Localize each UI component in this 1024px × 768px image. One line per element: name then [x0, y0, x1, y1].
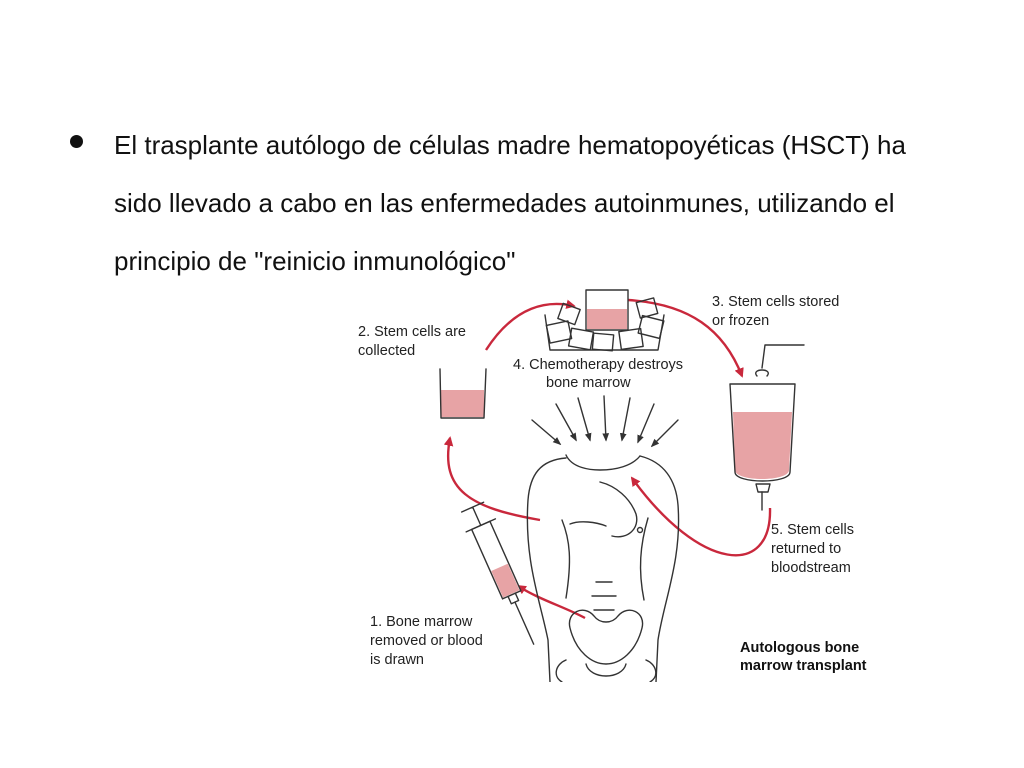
label-returned: 5. Stem cells — [771, 522, 854, 538]
label-chemo: bone marrow — [546, 375, 631, 391]
label-stored: 3. Stem cells stored — [712, 294, 839, 310]
label-returned: bloodstream — [771, 560, 851, 576]
label-returned: returned to — [771, 541, 841, 557]
arrow-to-bloodstream — [630, 476, 772, 557]
label-collected: 2. Stem cells are — [358, 324, 466, 340]
syringe-icon — [460, 501, 535, 645]
label-collected: collected — [358, 343, 415, 359]
iv-bag-icon — [729, 344, 805, 511]
arrow-to-beaker — [443, 436, 541, 522]
label-removed: 1. Bone marrow — [370, 614, 473, 630]
hsct-diagram: 2. Stem cells are collected 3. Stem cell… — [358, 289, 867, 682]
bullet-text: El trasplante autólogo de células madre … — [114, 130, 906, 276]
label-stored: or frozen — [712, 313, 769, 329]
label-removed: removed or blood — [370, 633, 483, 649]
patient-body — [526, 454, 680, 682]
diagram-caption: marrow transplant — [740, 658, 867, 674]
diagram-caption: Autologous bone — [740, 640, 859, 656]
bullet-dot — [70, 135, 83, 148]
label-chemo: 4. Chemotherapy destroys — [513, 357, 683, 373]
chemo-rays — [531, 395, 679, 448]
arrow-to-iv-bag — [627, 298, 744, 378]
label-removed: is drawn — [370, 652, 424, 668]
arrow-to-syringe — [516, 584, 586, 620]
beaker-icon — [439, 368, 487, 419]
freezer-icon — [544, 289, 665, 352]
